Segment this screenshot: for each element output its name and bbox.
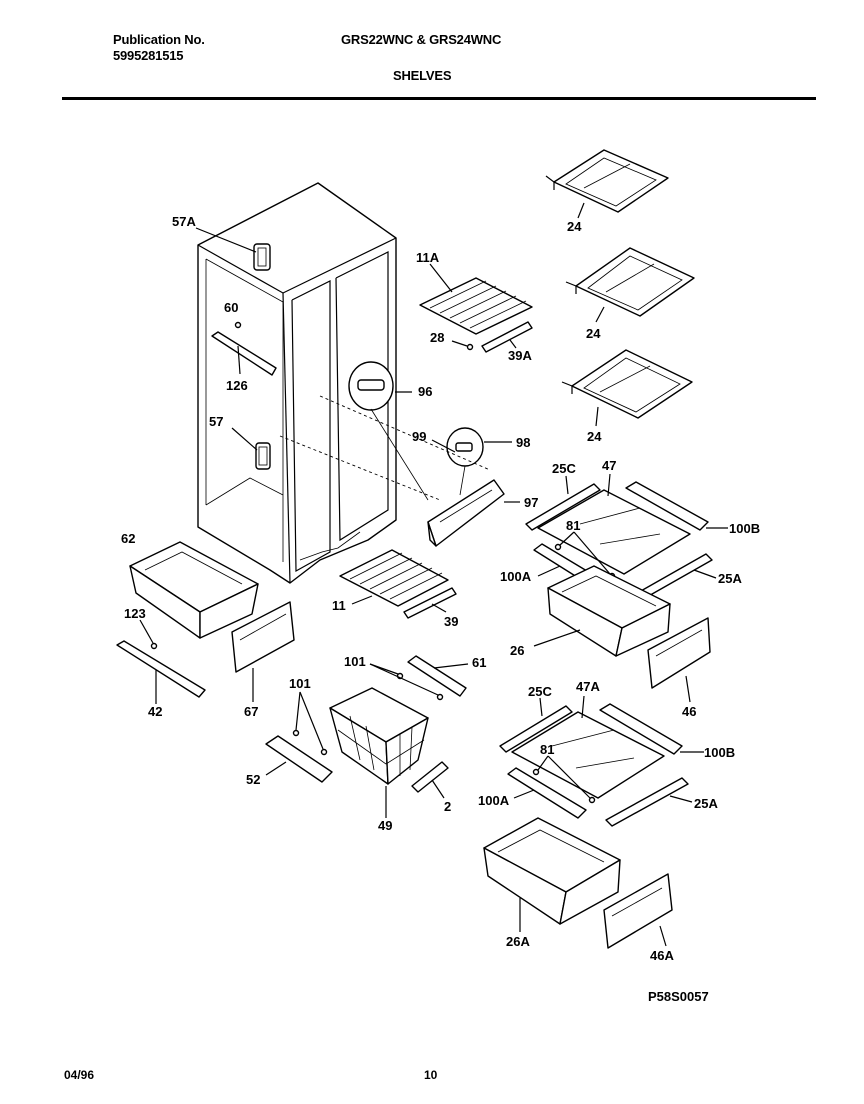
callout-28: 28 [430, 330, 444, 345]
model-numbers: GRS22WNC & GRS24WNC [341, 32, 502, 47]
callout-60: 60 [224, 300, 238, 315]
callout-97: 97 [524, 495, 538, 510]
callout-67: 67 [244, 704, 258, 719]
part-25c-lower [499, 705, 573, 753]
header-divider [62, 97, 816, 100]
publication-number: 5995281515 [113, 48, 184, 63]
part-39a [481, 321, 533, 353]
part-49 [329, 687, 429, 785]
section-title: SHELVES [393, 68, 452, 83]
callout-11: 11 [332, 598, 346, 613]
callout-25a-upper: 25A [718, 571, 742, 586]
part-62 [129, 541, 259, 639]
part-81-lower [532, 768, 540, 776]
callout-123: 123 [124, 606, 146, 621]
part-28 [466, 343, 474, 351]
callout-39: 39 [444, 614, 458, 629]
part-46a [603, 873, 673, 949]
callout-101-top: 101 [344, 654, 366, 669]
callout-49: 49 [378, 818, 392, 833]
footer-page-number: 10 [424, 1068, 438, 1082]
callout-57: 57 [209, 414, 223, 429]
part-123 [150, 642, 158, 650]
callout-47a: 47A [576, 679, 600, 694]
part-24-top [545, 149, 669, 213]
part-26 [547, 565, 671, 657]
part-57a [253, 243, 271, 271]
part-2 [411, 761, 449, 793]
callout-100a-lower: 100A [478, 793, 510, 808]
part-100b-lower [599, 703, 683, 755]
callout-98: 98 [516, 435, 530, 450]
callout-101-left: 101 [289, 676, 311, 691]
part-47 [537, 489, 691, 575]
part-47a [511, 711, 665, 799]
part-52 [265, 735, 333, 783]
callout-61: 61 [472, 655, 486, 670]
callout-11a: 11A [416, 250, 440, 265]
part-57 [255, 442, 271, 470]
callout-100b-upper: 100B [729, 521, 760, 536]
callout-24-top: 24 [567, 219, 582, 234]
part-126 [211, 331, 277, 376]
callout-100a-upper: 100A [500, 569, 532, 584]
callout-57a: 57A [172, 214, 196, 229]
part-25a-lower [605, 777, 689, 827]
drawing-code: P58S0057 [648, 989, 709, 1004]
part-11a [419, 277, 533, 335]
callout-81-upper: 81 [566, 518, 580, 533]
part-81-upper [554, 543, 562, 551]
callout-96: 96 [418, 384, 432, 399]
part-97 [427, 479, 505, 547]
callout-62: 62 [121, 531, 135, 546]
callout-52: 52 [246, 772, 260, 787]
callout-26a: 26A [506, 934, 530, 949]
callout-24-middle: 24 [586, 326, 601, 341]
part-100b-upper [625, 481, 709, 531]
callout-99: 99 [412, 429, 426, 444]
part-25c-upper [525, 483, 601, 531]
part-61 [407, 655, 467, 697]
callout-26: 26 [510, 643, 524, 658]
part-42 [116, 640, 206, 698]
part-101b [292, 729, 300, 737]
callout-42: 42 [148, 704, 162, 719]
callout-46a: 46A [650, 948, 674, 963]
part-11 [339, 549, 449, 607]
part-26a [483, 817, 621, 925]
callout-25c-lower: 25C [528, 684, 552, 699]
callout-25a-lower: 25A [694, 796, 718, 811]
part-67 [231, 601, 295, 673]
part-46 [647, 617, 711, 689]
callout-126: 126 [226, 378, 248, 393]
part-100a-lower [507, 767, 587, 819]
part-24-middle [565, 247, 695, 317]
footer-date: 04/96 [64, 1068, 95, 1082]
cabinet [197, 182, 397, 584]
part-39 [403, 587, 457, 619]
publication-label: Publication No. [113, 32, 205, 47]
callout-46: 46 [682, 704, 696, 719]
part-24-bottom [561, 349, 693, 419]
callout-2: 2 [444, 799, 451, 814]
part-60 [234, 321, 242, 329]
callout-47: 47 [602, 458, 616, 473]
callout-24-bottom: 24 [587, 429, 602, 444]
callout-39a: 39A [508, 348, 532, 363]
callout-100b-lower: 100B [704, 745, 735, 760]
callout-25c-upper: 25C [552, 461, 576, 476]
callout-81-lower: 81 [540, 742, 554, 757]
